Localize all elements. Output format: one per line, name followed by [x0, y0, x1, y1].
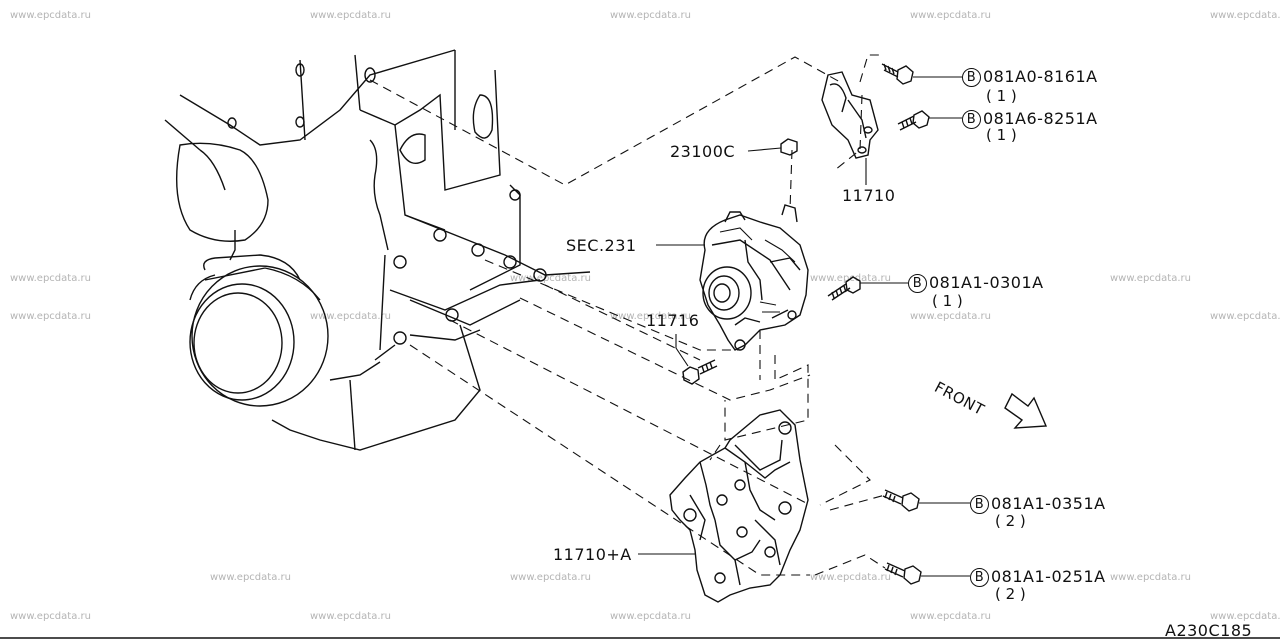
watermark: www.epcdata.ru	[910, 311, 991, 322]
b-badge-icon: B	[908, 274, 927, 293]
watermark: www.epcdata.ru	[510, 273, 591, 284]
watermark: www.epcdata.ru	[1210, 311, 1280, 322]
part-label-sec231[interactable]: SEC.231	[566, 236, 637, 255]
watermark: www.epcdata.ru	[310, 611, 391, 622]
watermark: www.epcdata.ru	[10, 273, 91, 284]
upper-bracket	[821, 71, 879, 185]
bolt-11716	[675, 334, 718, 385]
watermark: www.epcdata.ru	[910, 10, 991, 21]
alternator	[656, 204, 809, 351]
engine-block	[164, 49, 591, 451]
watermark: www.epcdata.ru	[1210, 10, 1280, 21]
watermark: www.epcdata.ru	[1210, 611, 1280, 622]
bolt-lower-1	[882, 489, 970, 512]
watermark: www.epcdata.ru	[610, 10, 691, 21]
leader-lines	[369, 54, 886, 576]
watermark: www.epcdata.ru	[1110, 572, 1191, 583]
drawing-code: A230C185	[1165, 621, 1253, 640]
bolt-lower-2	[884, 562, 970, 585]
watermark: www.epcdata.ru	[310, 311, 391, 322]
front-arrow-icon	[1004, 392, 1048, 429]
watermark: www.epcdata.ru	[610, 611, 691, 622]
b-badge-icon: B	[962, 110, 981, 129]
bolt-code: 081A1-0301A	[929, 273, 1044, 292]
watermark: www.epcdata.ru	[210, 572, 291, 583]
part-label-23100c[interactable]: 23100C	[670, 142, 736, 161]
bolt-middle	[827, 276, 908, 301]
part-label-11710[interactable]: 11710	[842, 186, 896, 205]
bolt-qty: ( 1 )	[932, 292, 963, 310]
part-label-11710a[interactable]: 11710+A	[553, 545, 632, 564]
b-badge-icon: B	[962, 68, 981, 87]
bolt-code: 081A1-0251A	[991, 567, 1106, 586]
watermark: www.epcdata.ru	[810, 572, 891, 583]
watermark: www.epcdata.ru	[910, 611, 991, 622]
nut-23100c	[747, 138, 798, 156]
bolt-top-2	[897, 110, 962, 131]
bolt-qty: ( 1 )	[986, 87, 1017, 105]
bolt-qty: ( 2 )	[995, 512, 1026, 530]
bolt-qty: ( 2 )	[995, 585, 1026, 603]
b-badge-icon: B	[970, 495, 989, 514]
watermark: www.epcdata.ru	[10, 10, 91, 21]
watermark: www.epcdata.ru	[10, 611, 91, 622]
watermark: www.epcdata.ru	[1110, 273, 1191, 284]
part-label-11716[interactable]: 11716	[646, 311, 700, 330]
bolt-code: 081A6-8251A	[983, 109, 1098, 128]
bolt-code: 081A1-0351A	[991, 494, 1106, 513]
watermark: www.epcdata.ru	[510, 572, 591, 583]
bolt-code: 081A0-8161A	[983, 67, 1098, 86]
watermark: www.epcdata.ru	[610, 311, 691, 322]
b-badge-icon: B	[970, 568, 989, 587]
bolt-qty: ( 1 )	[986, 126, 1017, 144]
lower-bracket	[638, 409, 809, 603]
watermark: www.epcdata.ru	[310, 10, 391, 21]
bolt-top-1	[881, 63, 962, 85]
watermark: www.epcdata.ru	[10, 311, 91, 322]
